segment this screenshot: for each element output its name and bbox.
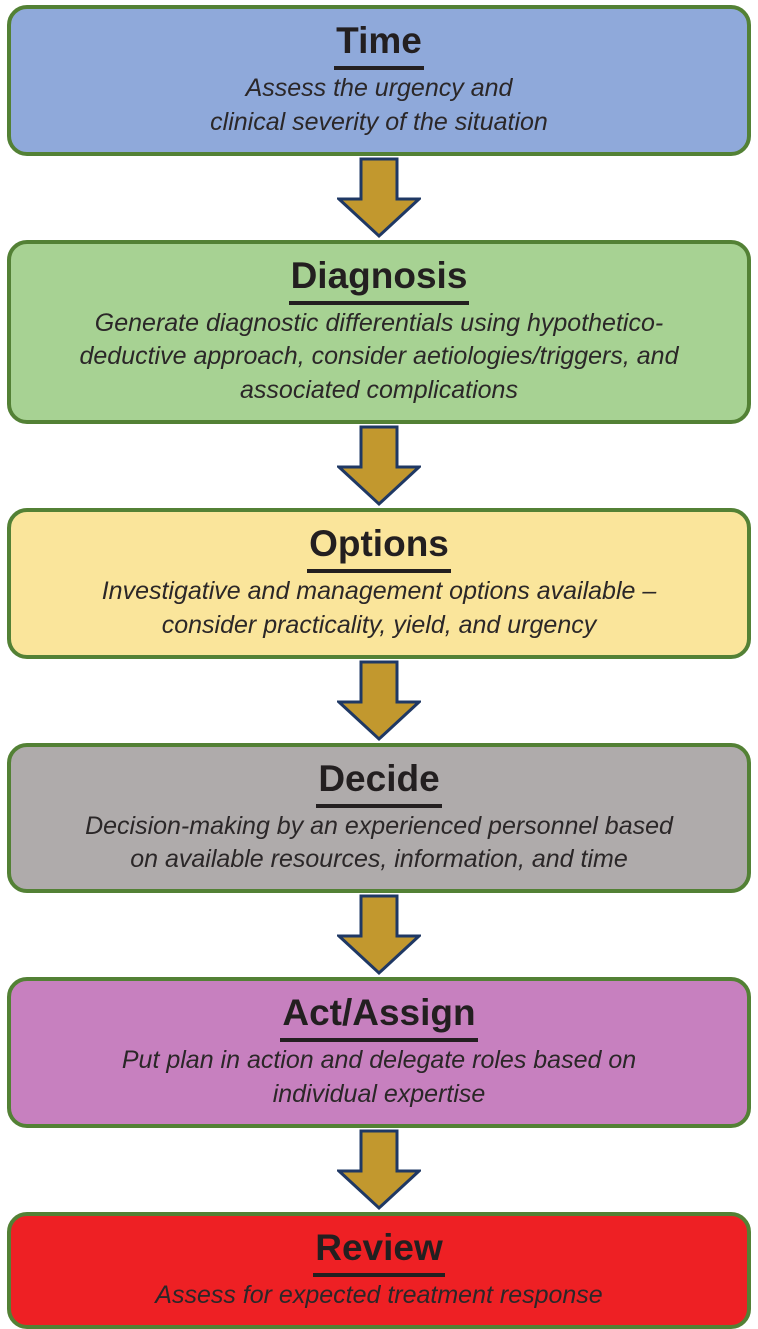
stage-options: Options Investigative and management opt… [7,507,751,659]
stage-review-title: Review [29,1224,729,1277]
stage-time-description: Assess the urgency and clinical severity… [210,74,548,136]
stage-time: Time Assess the urgency and clinical sev… [7,5,751,156]
clinical-decision-flowchart: Time Assess the urgency and clinical sev… [7,5,751,1329]
stage-decide: Decide Decision-making by an experienced… [7,742,751,894]
down-arrow-icon [7,1128,751,1212]
stage-act-assign-title: Act/Assign [29,989,729,1043]
stage-options-description: Investigative and management options ava… [101,577,657,639]
stage-options-title: Options [29,520,729,574]
stage-review: Review Assess for expected treatment res… [7,1211,751,1329]
stage-review-description: Assess for expected treatment response [155,1280,603,1309]
stage-decide-description: Decision-making by an experienced person… [85,811,673,874]
stage-diagnosis: Diagnosis Generate diagnostic differenti… [7,239,751,424]
stage-diagnosis-description: Generate diagnostic differentials using … [79,308,679,405]
stage-decide-title: Decide [29,755,729,808]
stage-time-title: Time [29,17,729,71]
down-arrow-icon [7,424,751,508]
stage-act-assign: Act/Assign Put plan in action and delega… [7,977,751,1128]
down-arrow-icon [7,659,751,743]
stage-act-assign-description: Put plan in action and delegate roles ba… [121,1046,637,1108]
down-arrow-icon [7,156,751,240]
stage-diagnosis-title: Diagnosis [29,252,729,305]
down-arrow-icon [7,893,751,977]
